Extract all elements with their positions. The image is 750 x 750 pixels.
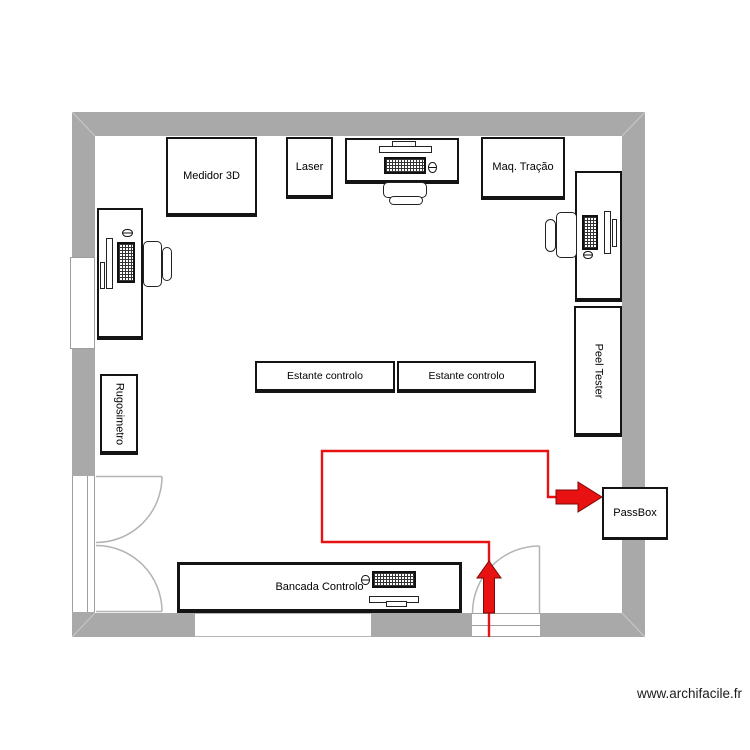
wall-top (72, 112, 645, 136)
door-threshold-line (472, 625, 540, 626)
passbox-box[interactable]: PassBox (602, 487, 668, 540)
mouse-icon (361, 575, 370, 585)
bancada-controlo-label: Bancada Controlo (275, 580, 364, 593)
window-left[interactable] (70, 257, 95, 349)
office-chair-backrest (545, 219, 556, 252)
office-chair-seat (556, 212, 577, 258)
door-swing-arc (95, 544, 163, 612)
monitor-icon (379, 146, 432, 153)
monitor-stand-icon (100, 262, 105, 289)
wall-right (622, 112, 645, 637)
monitor-stand-icon (386, 601, 407, 607)
flow-arrow-right-icon[interactable] (555, 481, 603, 513)
bancada-controlo-box[interactable]: Bancada Controlo (177, 562, 462, 613)
estante-controlo-1-box[interactable]: Estante controlo (255, 361, 395, 393)
estante-controlo-1-label: Estante controlo (287, 369, 363, 382)
monitor-icon (604, 211, 611, 254)
office-chair-backrest (162, 247, 172, 281)
estante-controlo-2-box[interactable]: Estante controlo (397, 361, 536, 393)
door-frame-line (87, 476, 88, 612)
keyboard-icon (384, 157, 426, 174)
keyboard-icon (582, 215, 598, 250)
office-chair-seat (143, 241, 162, 287)
peel-tester-box[interactable]: Peel Tester (574, 306, 622, 437)
passbox-label: PassBox (613, 506, 657, 519)
maq-tracao-label: Maq. Tração (492, 161, 554, 173)
door-swing-arc (95, 476, 163, 544)
office-chair-backrest (389, 196, 423, 205)
rugosimetro-label: Rugosimetro (113, 382, 126, 445)
maq-tracao-box[interactable]: Maq. Tração (481, 137, 565, 200)
medidor-3d-box[interactable]: Medidor 3D (166, 137, 257, 217)
mouse-icon (583, 251, 593, 259)
watermark: www.archifacile.fr (637, 686, 743, 701)
window-bottom[interactable] (195, 613, 371, 637)
monitor-icon (106, 238, 113, 289)
door-swing-arc (471, 545, 540, 614)
door-bottom-threshold[interactable] (472, 613, 540, 637)
laser-box[interactable]: Laser (286, 137, 333, 199)
keyboard-icon (372, 571, 416, 588)
mouse-icon (122, 229, 133, 237)
door-bottom[interactable] (471, 545, 541, 614)
estante-controlo-2-label: Estante controlo (428, 369, 505, 382)
monitor-stand-icon (612, 219, 617, 247)
laser-label: Laser (295, 160, 324, 173)
peel-tester-label: Peel Tester (592, 343, 605, 398)
keyboard-icon (117, 242, 135, 283)
flow-arrow-up-icon[interactable] (476, 560, 502, 614)
double-door-left[interactable] (95, 475, 163, 613)
medidor-3d-label: Medidor 3D (183, 169, 240, 182)
mouse-icon (428, 162, 437, 173)
rugosimetro-box[interactable]: Rugosimetro (100, 374, 138, 455)
double-door-left-frame[interactable] (72, 476, 95, 612)
